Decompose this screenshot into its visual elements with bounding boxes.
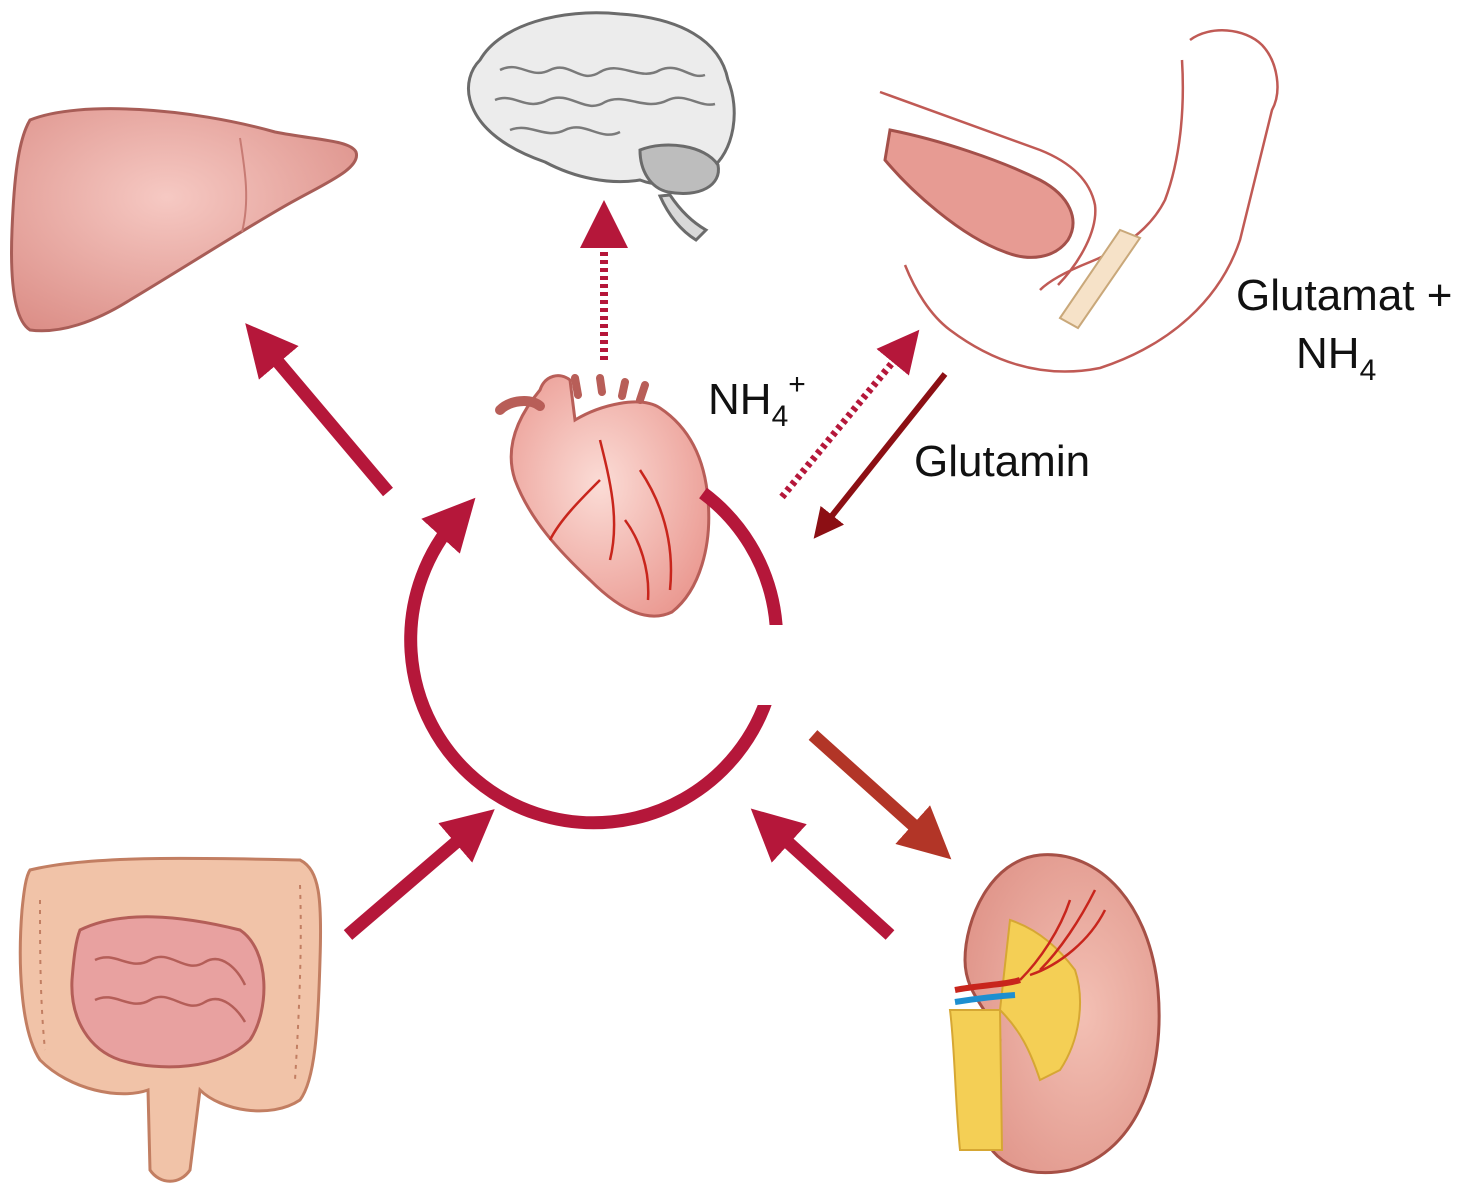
brain-icon bbox=[468, 13, 734, 240]
arrow-to-kidney bbox=[813, 735, 932, 842]
heart-icon bbox=[500, 376, 709, 616]
glutamate-label-line2: NH4 bbox=[1296, 329, 1376, 387]
arrow-from-intestine bbox=[348, 826, 475, 935]
arm-muscle-icon bbox=[880, 30, 1277, 371]
intestine-icon bbox=[20, 858, 320, 1181]
arrow-to-liver bbox=[262, 343, 388, 492]
liver-icon bbox=[12, 109, 357, 331]
kidney-icon bbox=[950, 855, 1159, 1173]
arrow-from-kidney bbox=[770, 826, 890, 935]
glutamate-label-line1: Glutamat + bbox=[1236, 271, 1452, 320]
glutamine-label: Glutamin bbox=[914, 437, 1090, 486]
ammonium-label: NH4+ bbox=[708, 368, 806, 433]
